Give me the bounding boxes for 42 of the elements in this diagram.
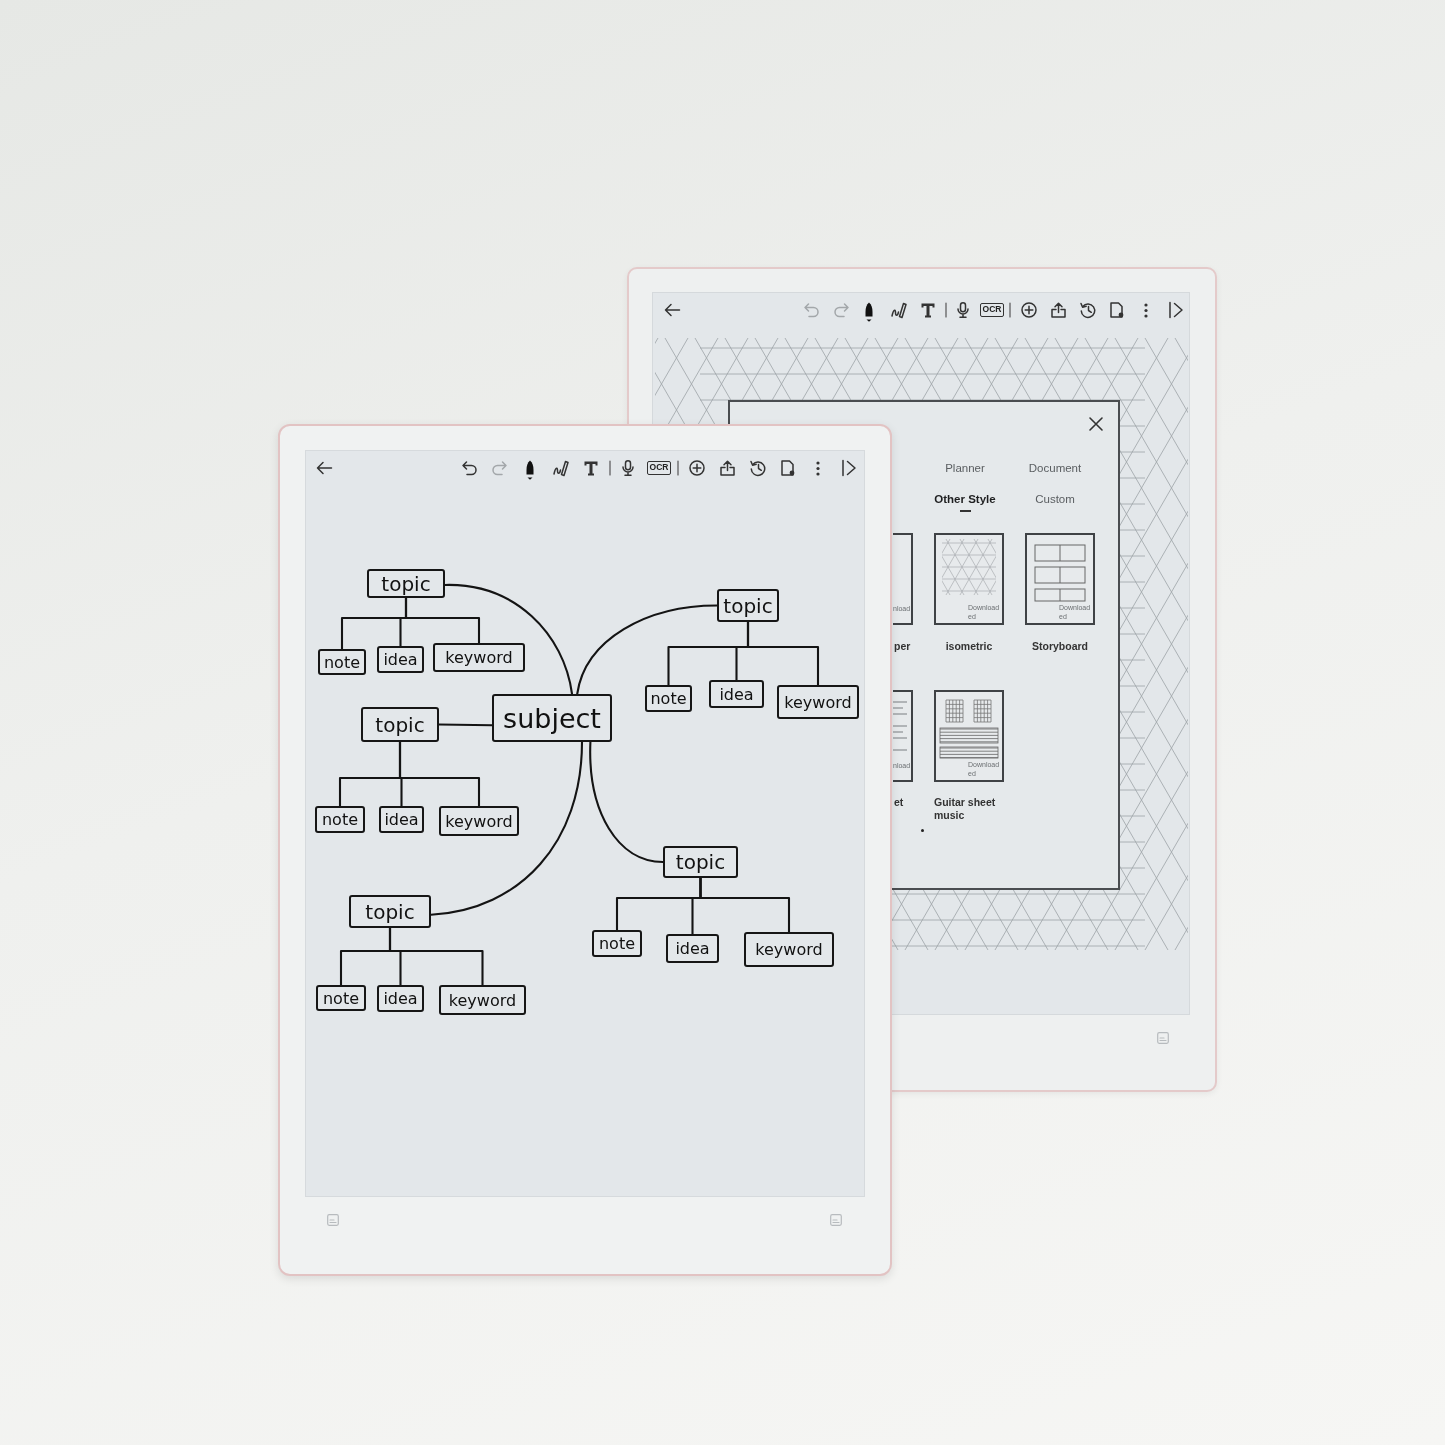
topic-box: topic (349, 895, 431, 928)
branch-line (398, 740, 481, 808)
subtopic-box: keyword (744, 932, 834, 967)
template-caption: et (894, 796, 904, 809)
subtopic-box: idea (379, 806, 424, 833)
branch-line (746, 620, 820, 687)
tab-label: Custom (1034, 493, 1076, 507)
subtopic-box: keyword (439, 985, 526, 1015)
branch-line (443, 583, 574, 696)
tab-label: Document (1027, 462, 1083, 476)
template-caption: per (894, 640, 911, 653)
tab-label: Planner (944, 462, 986, 476)
subtopic-box: note (318, 649, 366, 675)
template-caption: Guitar sheet music (934, 796, 997, 823)
template-caption: isometric (944, 640, 994, 653)
topic-box: topic (663, 846, 738, 878)
subtopic-box: keyword (439, 806, 519, 836)
subtopic-box: idea (709, 680, 764, 708)
branch-line (437, 723, 494, 727)
ocr-tag: OCR (647, 461, 671, 475)
subtopic-box: note (315, 806, 365, 833)
subtopic-box: idea (666, 934, 719, 963)
branch-line (429, 740, 584, 916)
topic-box: topic (367, 569, 445, 598)
subtopic-box: note (316, 985, 366, 1011)
subtopic-box: note (592, 930, 642, 957)
template-caption: Storyboard (1031, 640, 1089, 653)
branch-line (404, 596, 481, 645)
topic-box: topic (361, 707, 439, 742)
subtopic-box: idea (377, 646, 424, 673)
branch-line (589, 740, 665, 864)
central-topic-box: subject (492, 694, 612, 742)
subtopic-box: keyword (433, 643, 525, 672)
subtopic-box: note (645, 685, 692, 712)
branch-line (388, 926, 484, 987)
branch-line (576, 604, 719, 696)
topic-box: topic (717, 589, 779, 622)
subtopic-box: idea (377, 985, 424, 1012)
branch-line (699, 876, 791, 934)
selected-tab-label: Other Style (933, 493, 997, 507)
subtopic-box: keyword (777, 685, 859, 719)
ocr-tag: OCR (980, 303, 1004, 317)
